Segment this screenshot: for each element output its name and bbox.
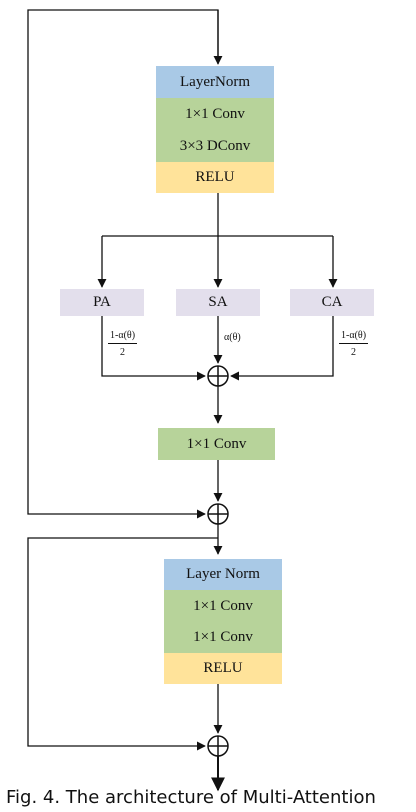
relu-block-2: RELU: [164, 653, 282, 684]
pa-weight-fraction: 1-α(θ) 2: [108, 330, 138, 358]
figure-caption: Fig. 4. The architecture of Multi-Attent…: [6, 787, 376, 808]
post-attention-conv-block: 1×1 Conv: [158, 428, 275, 460]
pa-weight-numerator: 1-α(θ): [108, 330, 138, 344]
ca-weight-denominator: 2: [351, 347, 357, 358]
add-node-3: [207, 735, 229, 757]
pa-to-add: [101, 316, 206, 381]
layer-norm-block-2: Layer Norm: [164, 559, 282, 590]
pa-weight-denominator: 2: [120, 347, 126, 358]
residual-path-2: [27, 537, 218, 751]
dconv-3x3-block: 3×3 DConv: [156, 130, 274, 162]
add-node-2: [207, 503, 229, 525]
sa-weight-label: α(θ): [224, 332, 241, 343]
conv-1x1-block: 1×1 Conv: [156, 98, 274, 130]
ca-weight-numerator: 1-α(θ): [339, 330, 369, 344]
layer-norm-block: LayerNorm: [156, 66, 274, 98]
pa-block: PA: [60, 289, 144, 316]
conv-1x1-block-2a: 1×1 Conv: [164, 590, 282, 622]
ca-to-add: [230, 316, 334, 381]
relu-block: RELU: [156, 162, 274, 193]
conv-1x1-block-2b: 1×1 Conv: [164, 622, 282, 653]
sa-block: SA: [176, 289, 260, 316]
add-node-1: [207, 365, 229, 387]
ca-block: CA: [290, 289, 374, 316]
ca-weight-fraction: 1-α(θ) 2: [339, 330, 369, 358]
